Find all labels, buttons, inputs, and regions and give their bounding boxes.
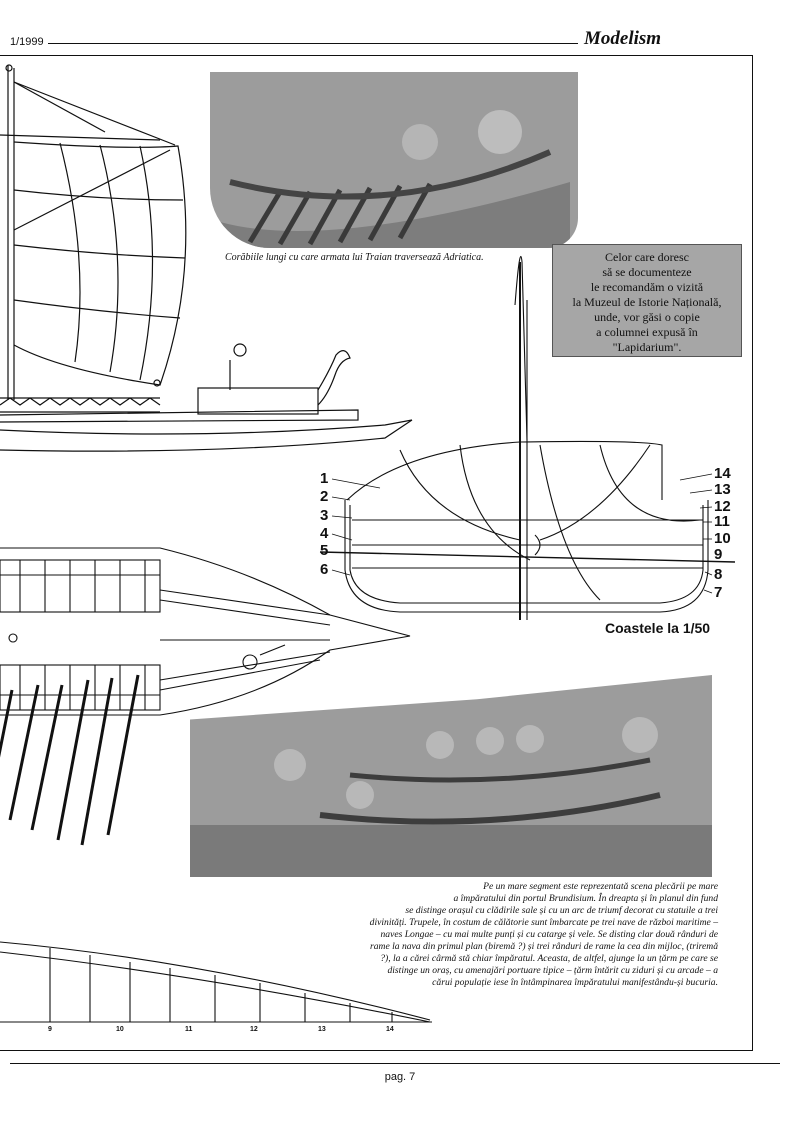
- frame-number-right: 8: [714, 566, 723, 583]
- relief-top-caption: Corăbiile lungi cu care armata lui Traia…: [225, 252, 484, 263]
- station-tick-label: 9: [48, 1026, 52, 1033]
- caption-line: naves Longae – cu mai multe punți și cu …: [380, 929, 718, 940]
- notice-line: unde, vor găsi o copie: [594, 310, 700, 324]
- caption-line: Pe un mare segment este reprezentată sce…: [483, 881, 718, 892]
- frame-number-right: 10: [714, 530, 731, 547]
- frames-scale-title: Coastele la 1/50: [605, 620, 711, 636]
- frame-number-right: 12: [714, 498, 731, 515]
- frame-number-right: 11: [714, 513, 730, 530]
- station-tick-label: 13: [318, 1026, 326, 1033]
- relief-bottom-caption: Pe un mare segment este reprezentată sce…: [268, 881, 718, 989]
- station-tick-label: 10: [116, 1026, 124, 1033]
- magazine-logo: Modelism: [584, 28, 662, 49]
- station-tick-label: 14: [386, 1026, 394, 1033]
- notice-line: să se documenteze: [602, 265, 692, 279]
- frame-number-leaders: [331, 473, 713, 594]
- notice-line: a columnei expusă în: [596, 325, 698, 339]
- ship-deck-plan: [0, 547, 411, 716]
- page-number: pag. 7: [384, 1071, 416, 1083]
- notice-line: la Muzeul de Istorie Națională,: [572, 295, 722, 309]
- caption-line: ?), la a cărei cârmă stă chiar împăratul…: [380, 953, 718, 964]
- ship-side-view: [0, 64, 413, 452]
- caption-line: a împăratului din portul Brundisium. În …: [453, 893, 718, 904]
- oars: [0, 674, 140, 846]
- frame-number-left: 2: [320, 488, 329, 505]
- caption-line: divinități. Trupele, în costum de călăto…: [369, 917, 718, 928]
- relief-photo-top: [210, 72, 578, 248]
- frame-number-left: 1: [320, 470, 329, 487]
- notice-line: Celor care doresc: [605, 250, 689, 264]
- relief-top-texture: [210, 110, 570, 248]
- caption-line: se distinge orașul cu clădirile sale și …: [405, 905, 718, 916]
- page-frame: [0, 55, 753, 1051]
- station-tick-label: 12: [250, 1026, 258, 1033]
- frame-number-left: 3: [320, 507, 329, 524]
- caption-line: distinge un oraș, cu amenajări portuare …: [387, 965, 718, 976]
- frame-number-right: 7: [714, 584, 723, 601]
- header-rule: [48, 43, 578, 44]
- frame-number-right: 9: [714, 546, 723, 563]
- frame-number-right: 13: [714, 481, 731, 498]
- frame-number-left: 6: [320, 561, 329, 578]
- frame-number-left: 4: [320, 525, 329, 542]
- relief-bottom-texture: [190, 717, 712, 877]
- hull-frames-diagram: [319, 255, 736, 620]
- frame-number-right: 14: [714, 465, 731, 482]
- hull-profile-bottom: [0, 941, 432, 1023]
- caption-line: cărui populație iese în întâmpinarea împ…: [432, 977, 718, 988]
- caption-line: rame la nava din primul plan (biremă ?) …: [369, 941, 718, 952]
- museum-notice-box: Celor care doresc să se documenteze le r…: [552, 244, 742, 357]
- relief-photo-bottom: [190, 675, 712, 877]
- footer-rule: [10, 1063, 780, 1064]
- issue-number: 1/1999: [10, 36, 44, 48]
- station-tick-label: 11: [185, 1026, 193, 1033]
- notice-line: "Lapidarium".: [612, 340, 682, 354]
- notice-line: le recomandăm o vizită: [590, 280, 704, 294]
- frame-number-left: 5: [320, 542, 329, 559]
